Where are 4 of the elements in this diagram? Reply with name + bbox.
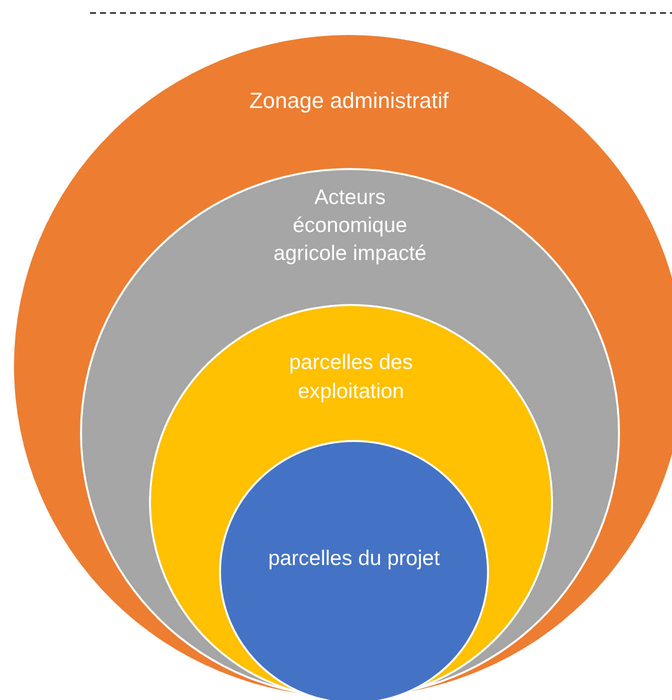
circle-label: Acteurs économique agricole impacté bbox=[272, 185, 428, 267]
circle-label: Zonage administratif bbox=[249, 87, 449, 115]
circle-label: parcelles des exploitation bbox=[288, 350, 414, 405]
circle-label: parcelles du projet bbox=[267, 546, 441, 572]
